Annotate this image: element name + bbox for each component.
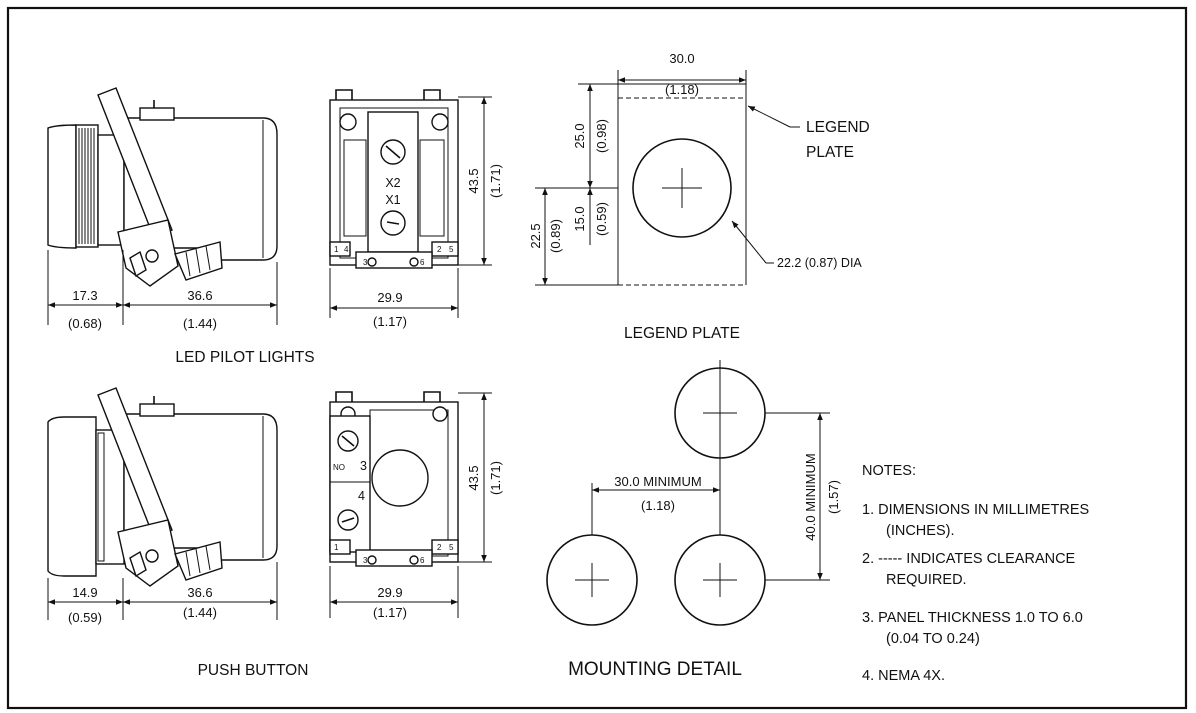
mounting-vert-min-in: (1.57) [826,480,841,514]
push-height-in: (1.71) [488,461,503,495]
legend-bottom-mm: 22.5 [528,223,543,248]
legend-top-mm: 25.0 [572,123,587,148]
border [6,6,1188,710]
note-4: 4. NEMA 4X. [862,668,945,684]
push-body-depth-in: (1.44) [183,605,217,620]
legend-callout-line2: PLATE [806,144,854,161]
pilot-width-in: (1.17) [373,314,407,329]
legend-top-in: (0.98) [594,119,609,153]
legend-center-mm: 15.0 [572,206,587,231]
notes-title: NOTES: [862,463,916,479]
push-button-side-view [47,387,278,587]
pilot-side-dimensions: 17.3 (0.68) 36.6 (1.44) LED PILOT LIGHTS [47,250,315,366]
mounting-detail-view: 30.0 MINIMUM (1.18) 40.0 MINIMUM (1.57) … [546,360,841,680]
mounting-horiz-min: 30.0 MINIMUM [614,474,701,489]
push-button-caption: PUSH BUTTON [198,662,309,679]
pilot-term-5: 5 [449,245,454,254]
legend-callout-line1: LEGEND [806,119,870,136]
legend-plate-caption: LEGEND PLATE [624,325,740,342]
push-button-rear-view: NO 3 4 1 3 6 2 5 [329,391,459,567]
legend-bottom-in: (0.89) [548,219,563,253]
pilot-width-mm: 29.9 [377,290,402,305]
push-rear-dimensions: 43.5 (1.71) 29.9 (1.17) [329,392,503,620]
pilot-rear-dimensions: 43.5 (1.71) 29.9 (1.17) [329,96,503,329]
note-1-line2: (INCHES). [886,523,954,539]
mounting-horiz-min-in: (1.18) [641,498,675,513]
push-term-6: 6 [420,556,425,565]
pilot-light-side-view [47,87,278,287]
pilot-light-rear-view: X2 X1 1 4 2 5 3 6 [329,89,459,269]
pilot-light-caption: LED PILOT LIGHTS [175,349,314,366]
pilot-term-x2: X2 [385,176,400,190]
pilot-term-1: 1 [334,245,339,254]
pilot-body-depth-mm: 36.6 [187,288,212,303]
push-height-mm: 43.5 [466,465,481,490]
push-side-dimensions: 14.9 (0.59) 36.6 (1.44) PUSH BUTTON [47,562,309,679]
push-term-3b: 3 [363,556,368,565]
push-front-depth-in: (0.59) [68,610,102,625]
pilot-height-mm: 43.5 [466,168,481,193]
pilot-height-in: (1.71) [488,164,503,198]
legend-plate-view: 30.0 (1.18) 25.0 (0.98) 15.0 (0.59) 22.5… [528,51,870,342]
pilot-term-3: 3 [363,258,368,267]
push-term-4: 4 [358,489,365,503]
pilot-front-depth-mm: 17.3 [72,288,97,303]
push-width-in: (1.17) [373,605,407,620]
legend-width-mm: 30.0 [669,51,694,66]
mounting-vert-min: 40.0 MINIMUM [803,453,818,540]
note-2-line1: 2. ----- INDICATES CLEARANCE [862,551,1076,567]
note-3-line2: (0.04 TO 0.24) [886,631,980,647]
note-2-line2: REQUIRED. [886,572,967,588]
push-term-3: 3 [360,459,367,473]
pilot-term-6: 6 [420,258,425,267]
note-1-line1: 1. DIMENSIONS IN MILLIMETRES [862,502,1089,518]
pilot-term-x1: X1 [385,193,400,207]
push-front-depth-mm: 14.9 [72,585,97,600]
notes-block: NOTES: 1. DIMENSIONS IN MILLIMETRES (INC… [862,463,1089,684]
note-3-line1: 3. PANEL THICKNESS 1.0 TO 6.0 [862,610,1083,626]
legend-width-in: (1.18) [665,82,699,97]
push-width-mm: 29.9 [377,585,402,600]
pilot-front-depth-in: (0.68) [68,316,102,331]
pilot-term-4: 4 [344,245,349,254]
push-term-2: 2 [437,543,442,552]
pilot-term-2: 2 [437,245,442,254]
mounting-detail-caption: MOUNTING DETAIL [568,659,742,680]
push-term-1: 1 [334,543,339,552]
pilot-body-depth-in: (1.44) [183,316,217,331]
legend-hole-dia: 22.2 (0.87) DIA [777,256,862,270]
legend-center-in: (0.59) [594,202,609,236]
push-term-5: 5 [449,543,454,552]
push-body-depth-mm: 36.6 [187,585,212,600]
push-contact-no: NO [333,463,345,472]
